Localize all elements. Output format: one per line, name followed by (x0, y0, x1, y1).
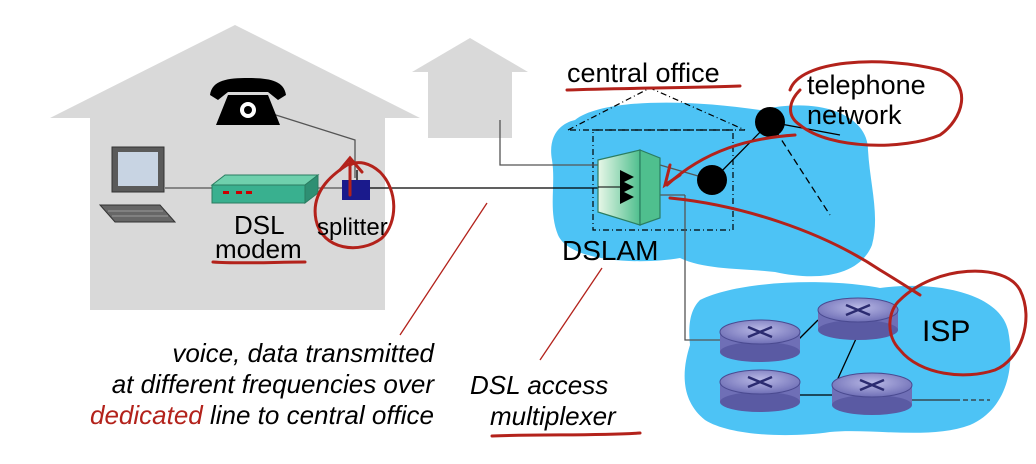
router-1 (719, 319, 801, 362)
central-office-house-shape (412, 38, 528, 138)
router-3 (719, 369, 801, 412)
dslam-icon (597, 149, 661, 226)
underline-multiplexer (490, 431, 642, 438)
telephone-icon (210, 78, 286, 125)
telephone-switch-node-1 (755, 107, 785, 137)
router-2 (817, 297, 899, 340)
underline-modem (211, 260, 307, 265)
caption-voice-data: voice, data transmitted at different fre… (90, 338, 434, 431)
central-office-outline-box (592, 129, 734, 231)
arrow-voice (662, 163, 682, 189)
caption-pointer-line-right (539, 267, 603, 361)
dsl-modem-label-line2: modem (215, 234, 302, 264)
dsl-modem-label-line1: DSL (234, 210, 285, 240)
circle-telephone-network (788, 60, 964, 147)
caption-line-1: voice, data transmitted (172, 338, 434, 368)
caption-dsl-access-line1: DSL access (470, 370, 609, 400)
arrow-splitter (338, 155, 364, 197)
splitter-label: splitter (317, 214, 388, 241)
circle-splitter (313, 160, 396, 250)
caption-pointer-line-left (399, 202, 488, 336)
dslam-label: DSLAM (562, 235, 659, 266)
caption-line-3: dedicated line to central office (90, 400, 434, 431)
home-house-shape (50, 25, 420, 310)
telephone-switch-node-2 (697, 165, 727, 195)
isp-label: ISP (922, 315, 971, 348)
telephone-network-label: telephone network (807, 70, 926, 130)
circle-isp (888, 269, 1028, 377)
underline-central-office (565, 84, 742, 92)
router-4 (831, 372, 913, 415)
router-icon (719, 297, 913, 415)
caption-line-2: at different frequencies over (111, 369, 434, 399)
computer-icon (98, 146, 177, 223)
caption-line-3-rest: line to central office (202, 400, 434, 430)
modem-icon (210, 173, 320, 205)
central-office-label: central office (567, 58, 720, 88)
caption-dsl-access-line2: multiplexer (490, 401, 616, 431)
path-data (668, 196, 922, 297)
handwritten-annotations (211, 60, 1028, 438)
caption-highlight-dedicated: dedicated (90, 400, 203, 430)
